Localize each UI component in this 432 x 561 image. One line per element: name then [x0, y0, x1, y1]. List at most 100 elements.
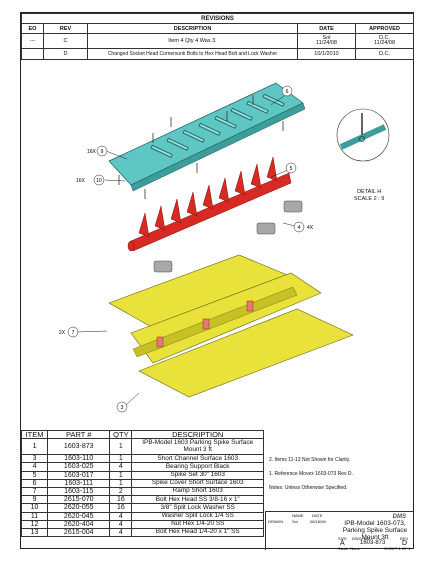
item-callouts: 6 5 4 4X 2X 7 3 16X 9 16X 10	[59, 85, 314, 413]
rev-row-rev: D	[43, 48, 88, 60]
note-1: 1. Reference Movex 1603-073 Rev D.	[269, 471, 353, 477]
bom-item: 4	[20, 462, 49, 472]
tb-drawn-label: DRAWN	[268, 519, 283, 524]
bom-qty: 2	[109, 487, 133, 497]
table-row: 9 2615-070 16 Bolt Hex Head SS 3/8-16 x …	[20, 495, 264, 505]
callout-10: 10	[96, 178, 102, 184]
bom-qty: 1	[109, 470, 133, 480]
tb-drawn-date: 08/18/08	[310, 519, 326, 524]
bom-part: 2620-045	[47, 511, 111, 521]
rev-header-approved: APPROVED	[354, 23, 415, 34]
tb-title: IPB-Model 1603-073, Parking Spike Surfac…	[342, 520, 408, 541]
rev-header-rev: REV	[43, 23, 88, 34]
callout-4x: 4X	[307, 225, 314, 231]
exploded-assembly-drawing: 6 5 4 4X 2X 7 3 16X 9 16X 10	[59, 82, 390, 413]
company-logo: DMS	[392, 514, 406, 520]
bom-desc: Bearing Support Black	[131, 462, 264, 472]
tb-sheet: SHEET 1 OF 1	[384, 546, 411, 551]
bom-qty: 1	[109, 438, 133, 456]
tb-drawn-by: Sol	[292, 519, 298, 524]
tb-name-label: NAME	[292, 513, 304, 518]
bom-part: 1603-873	[47, 438, 111, 456]
callout-5: 5	[290, 166, 293, 172]
table-row: 11 2620-045 4 Washer Split Lock 1/4 SS	[20, 511, 264, 521]
tb-date-label: DATE	[312, 513, 323, 518]
bom-part: 1603-110	[47, 454, 111, 464]
bom-header-part: PART #	[47, 429, 111, 440]
bom-part: 1603-111	[47, 478, 111, 489]
note-general: Notes: Unless Otherwise Specified.	[269, 485, 348, 491]
rev-row-description: Changed Socket Head Cornersunk Bolts to …	[87, 48, 298, 60]
table-row: 7 1603-115 2 Ramp Short 1603	[20, 487, 264, 497]
short-channel-part	[130, 272, 322, 374]
bom-part: 2620-055	[47, 503, 111, 513]
bom-desc: Bolt Hex Head SS 3/8-16 x 1"	[131, 495, 264, 505]
bom-desc: Spike Cover Short Surface 1603	[131, 478, 264, 489]
bom-qty: 4	[109, 462, 133, 472]
rev-row-description: Item 4 Qty 4 Was 3.	[87, 33, 298, 49]
rev-header-eo: EO	[21, 23, 44, 34]
tb-dwg-number: 1603-873	[360, 540, 386, 546]
rev-row-eo: ---	[21, 33, 44, 49]
bom-item: 7	[20, 487, 49, 497]
bom-qty: 16	[109, 503, 133, 513]
table-row: 1 1603-873 1 IPB-Model 1603 Parking Spik…	[20, 438, 264, 456]
bill-of-materials-table: ITEM PART # QTY DESCRIPTION 1 1603-873 1…	[20, 429, 264, 538]
rev-header-date: DATE	[297, 23, 356, 34]
bolts-cover	[118, 95, 284, 199]
bom-part: 1603-115	[47, 487, 111, 497]
detail-h-view	[336, 108, 390, 162]
bom-part: 2620-404	[47, 519, 111, 530]
bom-item: 9	[20, 495, 49, 505]
detail-h-label: DETAIL H SCALE 2 : 9	[354, 189, 384, 203]
callout-16x-a: 16X	[87, 149, 97, 155]
bom-desc: Bolt Hex Head 1/4-20 x 1" SS	[131, 528, 264, 538]
rev-row-rev: C	[43, 33, 88, 49]
spike-set-part	[127, 156, 292, 252]
ramp-lower-part	[138, 308, 354, 398]
rev-row-date: Sol 11/24/08	[297, 33, 356, 49]
bom-header-qty: QTY	[109, 429, 133, 440]
bom-item: 11	[20, 511, 49, 521]
tb-size-label: SIZE	[338, 536, 347, 541]
bom-desc: Washer Split Lock 1/4 SS	[131, 511, 264, 521]
bom-desc: 3/8" Split Lock Washer SS	[131, 503, 264, 513]
bom-item: 3	[20, 454, 49, 464]
bom-item: 10	[20, 503, 49, 513]
note-2: 2. Items 11-13 Not Shown for Clarity.	[269, 457, 351, 463]
bom-desc: Spike Set 30" 1603	[131, 470, 264, 480]
bom-qty: 4	[109, 519, 133, 530]
bom-item: 6	[20, 478, 49, 489]
spike-cover-part	[108, 82, 306, 192]
bom-item: 12	[20, 519, 49, 530]
detail-title: DETAIL H	[357, 189, 382, 195]
bom-qty: 1	[109, 454, 133, 464]
bom-desc: Nut Hex 1/4-20 SS	[131, 519, 264, 530]
bom-qty: 4	[109, 528, 133, 538]
callout-7: 7	[72, 330, 75, 336]
tb-size: A	[340, 540, 345, 547]
tb-rev: D	[402, 540, 408, 547]
bom-part: 1603-017	[47, 470, 111, 480]
rev-row-approved: D.C.	[354, 48, 415, 60]
rev-row-eo	[21, 48, 44, 60]
callout-6: 6	[286, 89, 289, 95]
bom-item: 13	[20, 528, 49, 538]
revisions-table: REVISIONS EO REV DESCRIPTION DATE APPROV…	[20, 13, 415, 60]
rev-row-approved: D.C. 11/24/08	[354, 33, 415, 49]
bom-part: 1603-025	[47, 462, 111, 472]
bom-header-item: ITEM	[20, 429, 49, 440]
bom-desc: Ramp Short 1603	[131, 487, 264, 497]
callout-2x: 2X	[59, 330, 66, 336]
drawing-notes: 2. Items 11-13 Not Shown for Clarity. 1.…	[269, 457, 353, 499]
bom-part: 2615-070	[47, 495, 111, 505]
detail-scale: SCALE 2 : 9	[354, 196, 385, 202]
rev-row-date: 10/1/2010	[297, 48, 356, 60]
bom-item: 1	[20, 438, 49, 456]
table-row: 5 1603-017 1 Spike Set 30" 1603	[20, 470, 264, 480]
table-row: 13 2615-004 4 Bolt Hex Head 1/4-20 x 1" …	[20, 528, 264, 538]
tb-dwg-label: DWG. NO.	[352, 536, 372, 541]
table-row: 3 1603-110 1 Short Channel Surface 1603	[20, 454, 264, 464]
rev-header-description: DESCRIPTION	[87, 23, 298, 34]
tb-rev-label: REV	[400, 536, 409, 541]
